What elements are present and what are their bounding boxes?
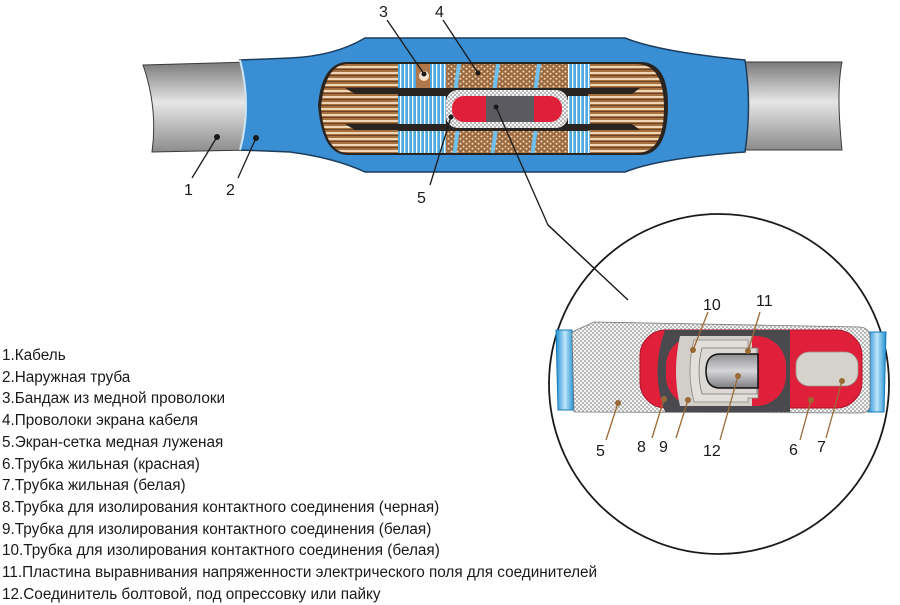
wire-screen xyxy=(446,64,568,88)
right-cable xyxy=(734,61,843,151)
label-2: 2 xyxy=(226,182,235,199)
connector-core xyxy=(486,96,534,122)
right-ring xyxy=(867,331,887,413)
legend-item-7: 7.Трубка жильная (белая) xyxy=(2,477,186,495)
detail-label-9: 9 xyxy=(659,439,668,456)
label-1: 1 xyxy=(184,182,193,199)
detail-label-8: 8 xyxy=(637,439,646,456)
connector-12 xyxy=(705,353,759,389)
detail-magnifier: 5 8 9 10 11 12 6 7 xyxy=(547,213,890,555)
legend-item-3: 3.Бандаж из медной проволоки xyxy=(2,390,226,408)
detail-label-12: 12 xyxy=(703,443,721,460)
legend-item-5: 5.Экран-сетка медная луженая xyxy=(2,433,224,451)
right-strands xyxy=(588,64,664,153)
legend-item-9: 9.Трубка для изолирования контактного со… xyxy=(2,520,432,538)
label-3: 3 xyxy=(379,4,388,21)
detail-label-10: 10 xyxy=(703,297,721,314)
detail-label-7: 7 xyxy=(817,439,826,456)
left-cable xyxy=(142,61,251,153)
label-4: 4 xyxy=(435,4,444,21)
legend: 1.Кабель 2.Наружная труба 3.Бандаж из ме… xyxy=(2,345,597,605)
legend-item-10: 10.Трубка для изолирования контактного с… xyxy=(2,542,440,560)
detail-label-6: 6 xyxy=(789,442,798,459)
legend-item-2: 2.Наружная труба xyxy=(2,368,131,386)
label-5: 5 xyxy=(417,190,426,207)
left-strands xyxy=(321,64,398,153)
legend-item-12: 12.Соединитель болтовой, под опрессовку … xyxy=(2,585,381,603)
legend-item-6: 6.Трубка жильная (красная) xyxy=(2,455,200,473)
legend-item-4: 4.Проволоки экрана кабеля xyxy=(2,412,199,430)
overview-joint: 1 2 3 4 5 xyxy=(142,4,843,301)
legend-item-1: 1.Кабель xyxy=(2,347,66,364)
legend-item-8: 8.Трубка для изолирования контактного со… xyxy=(2,498,440,516)
detail-label-11: 11 xyxy=(756,293,773,310)
white-tube-7 xyxy=(795,351,859,387)
detail-label-5: 5 xyxy=(596,443,605,460)
legend-item-11: 11.Пластина выравнивания напряженности э… xyxy=(2,564,598,582)
